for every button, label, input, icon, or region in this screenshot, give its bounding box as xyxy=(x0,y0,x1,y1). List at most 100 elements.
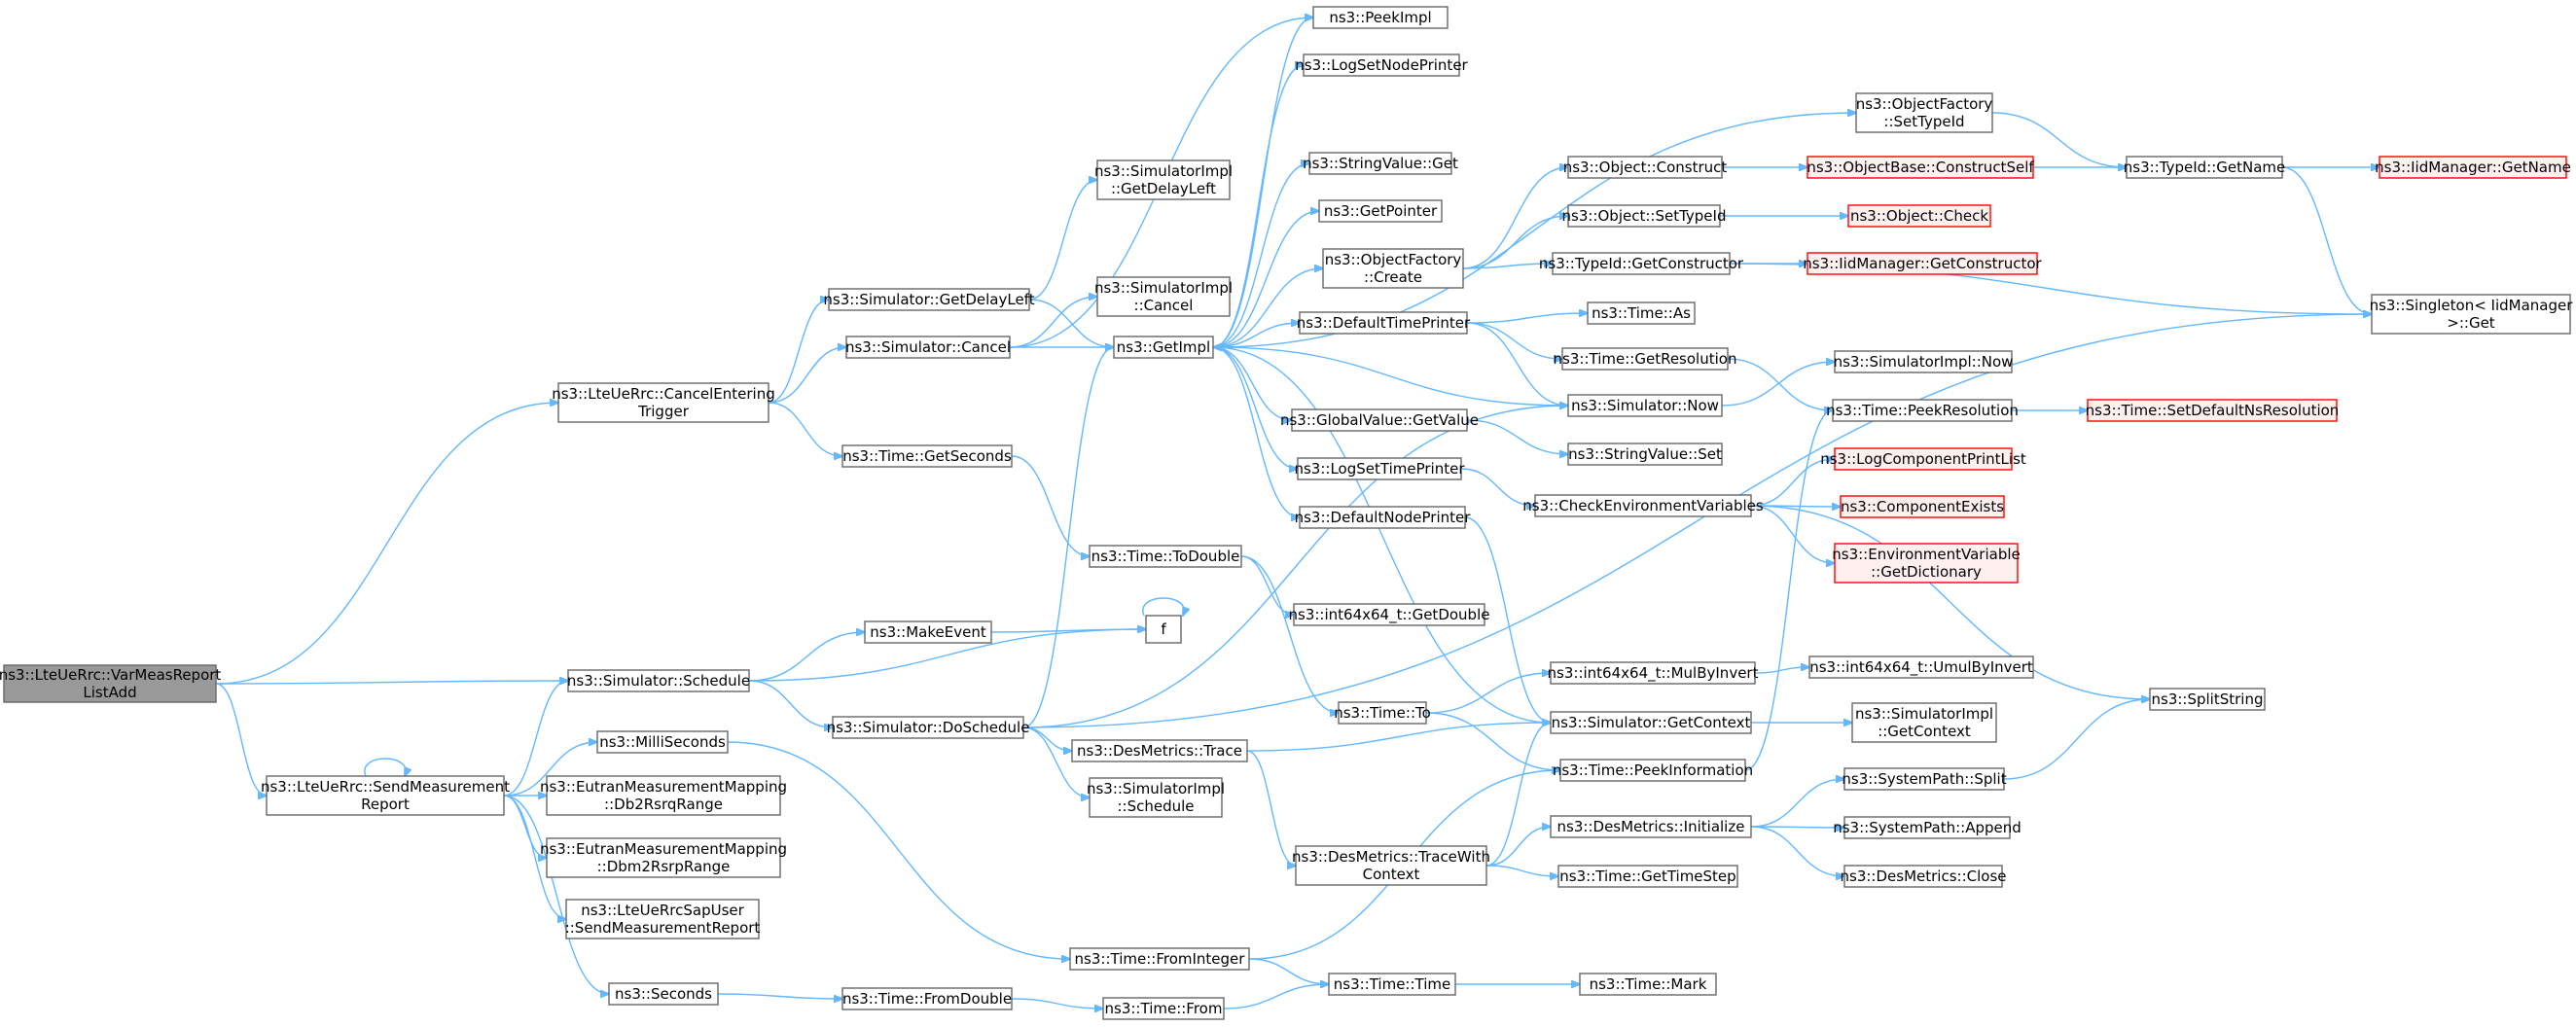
node-label: ns3::Object::Check xyxy=(1850,207,1988,225)
node-ns3-time-mark[interactable]: ns3::Time::Mark xyxy=(1579,973,1717,996)
node-ns3-simulatorimpl-getdelayleft[interactable]: ns3::SimulatorImpl::GetDelayLeft xyxy=(1094,159,1233,200)
node-label: ns3::Simulator::GetDelayLeft xyxy=(823,291,1034,308)
node-f[interactable]: f xyxy=(1145,615,1182,644)
node-ns3-systempath-append[interactable]: ns3::SystemPath::Append xyxy=(1833,816,2021,839)
node-ns3-componentexists[interactable]: ns3::ComponentExists xyxy=(1840,495,2005,518)
node-ns3-typeid-getname[interactable]: ns3::TypeId::GetName xyxy=(2124,156,2285,179)
node-ns3-time-peekinformation[interactable]: ns3::Time::PeekInformation xyxy=(1553,759,1753,782)
node-ns3-object-construct[interactable]: ns3::Object::Construct xyxy=(1563,156,1728,179)
node-ns3-time-as[interactable]: ns3::Time::As xyxy=(1587,301,1696,325)
node-label: Context xyxy=(1363,866,1420,883)
node-label: ns3::ObjectFactory xyxy=(1856,95,1993,113)
edge-getImpl-to-ofCreate xyxy=(1212,268,1323,348)
node-ns3-desmetrics-trace[interactable]: ns3::DesMetrics::Trace xyxy=(1071,739,1248,762)
node-label: ns3::Time::PeekResolution xyxy=(1826,402,2019,419)
node-ns3-simulator-cancel[interactable]: ns3::Simulator::Cancel xyxy=(845,336,1011,359)
node-ns3-objectfactory-create[interactable]: ns3::ObjectFactory::Create xyxy=(1322,248,1464,289)
edge-root-to-schedule xyxy=(215,681,568,684)
node-ns3-simulator-schedule[interactable]: ns3::Simulator::Schedule xyxy=(567,669,750,692)
node-ns3-iidmanager-getname[interactable]: ns3::IidManager::GetName xyxy=(2375,156,2571,179)
node-label: ns3::IidManager::GetConstructor xyxy=(1803,255,2042,272)
node-ns3-environmentvariable-getdictionary[interactable]: ns3::EnvironmentVariable::GetDictionary xyxy=(1832,543,2021,584)
node-ns3-time-time[interactable]: ns3::Time::Time xyxy=(1328,973,1456,996)
node-ns3-logsettimeprinter[interactable]: ns3::LogSetTimePrinter xyxy=(1294,457,1465,480)
node-ns3-time-gettimestep[interactable]: ns3::Time::GetTimeStep xyxy=(1557,865,1738,888)
node-box xyxy=(2371,294,2571,335)
node-ns3-singleton-iidmanager-get[interactable]: ns3::Singleton< IidManager>::Get xyxy=(2370,294,2574,335)
node-ns3-time-peekresolution[interactable]: ns3::Time::PeekResolution xyxy=(1826,399,2019,422)
node-ns3-object-check[interactable]: ns3::Object::Check xyxy=(1847,204,1991,228)
node-label: ns3::Time::ToDouble xyxy=(1091,548,1240,565)
node-ns3-simulatorimpl-now[interactable]: ns3::SimulatorImpl::Now xyxy=(1834,350,2014,373)
edge-doSchedule-to-singletonGet xyxy=(1022,314,2372,728)
node-ns3-objectfactory-settypeid[interactable]: ns3::ObjectFactory::SetTypeId xyxy=(1855,92,1993,133)
node-box xyxy=(1318,199,1443,223)
node-ns3-globalvalue-getvalue[interactable]: ns3::GlobalValue::GetValue xyxy=(1280,408,1479,432)
node-box xyxy=(1567,443,1723,466)
node-ns3-checkenvironmentvariables[interactable]: ns3::CheckEnvironmentVariables xyxy=(1522,494,1764,517)
node-label: ns3::LteUeRrc::VarMeasReport xyxy=(0,666,221,684)
node-ns3-stringvalue-get[interactable]: ns3::StringValue::Get xyxy=(1303,152,1458,175)
node-ns3-simulator-doschedule[interactable]: ns3::Simulator::DoSchedule xyxy=(827,716,1030,739)
node-label: ns3::DesMetrics::Close xyxy=(1841,868,2007,885)
node-ns3-lteuerrcsapuser-sendmeasurementreport[interactable]: ns3::LteUeRrcSapUser::SendMeasurementRep… xyxy=(565,899,761,939)
edge-ofCreate-to-objConstruct xyxy=(1462,167,1568,269)
node-ns3-makeevent[interactable]: ns3::MakeEvent xyxy=(864,620,992,644)
node-box xyxy=(1096,159,1231,200)
node-ns3-defaulttimeprinter[interactable]: ns3::DefaultTimePrinter xyxy=(1297,311,1471,335)
edge-cancelEnter-to-getSeconds xyxy=(768,402,842,456)
node-box xyxy=(841,987,1013,1010)
node-ns3-peekimpl[interactable]: ns3::PeekImpl xyxy=(1312,6,1449,29)
node-ns3-time-fromdouble[interactable]: ns3::Time::FromDouble xyxy=(841,987,1013,1010)
node-ns3-time-frominteger[interactable]: ns3::Time::FromInteger xyxy=(1069,947,1250,971)
node-ns3-logsetnodeprinter[interactable]: ns3::LogSetNodePrinter xyxy=(1295,53,1469,77)
node-ns3-int64x64-t-getdouble[interactable]: ns3::int64x64_t::GetDouble xyxy=(1289,603,1490,626)
node-ns3-time-getresolution[interactable]: ns3::Time::GetResolution xyxy=(1554,347,1737,371)
node-box xyxy=(1312,6,1449,29)
node-ns3-getpointer[interactable]: ns3::GetPointer xyxy=(1318,199,1443,223)
node-ns3-eutranmeasurementmapping-db2rsrqrange[interactable]: ns3::EutranMeasurementMapping::Db2RsrqRa… xyxy=(540,775,787,816)
edge-logSetTime-to-checkEnv xyxy=(1460,468,1535,506)
node-ns3-stringvalue-set[interactable]: ns3::StringValue::Set xyxy=(1567,443,1723,466)
node-ns3-int64x64-t-mulbyinvert[interactable]: ns3::int64x64_t::MulByInvert xyxy=(1548,661,1759,685)
edge-mulByInvert-to-umulByInvert xyxy=(1754,667,1809,674)
node-ns3-simulator-getcontext[interactable]: ns3::Simulator::GetContext xyxy=(1550,711,1752,734)
node-ns3-iidmanager-getconstructor[interactable]: ns3::IidManager::GetConstructor xyxy=(1803,252,2043,275)
node-ns3-simulator-getdelayleft[interactable]: ns3::Simulator::GetDelayLeft xyxy=(823,288,1035,311)
node-box xyxy=(1550,661,1756,685)
node-label: ns3::PeekImpl xyxy=(1329,9,1431,26)
node-ns3-time-todouble[interactable]: ns3::Time::ToDouble xyxy=(1089,545,1242,568)
node-ns3-logcomponentprintlist[interactable]: ns3::LogComponentPrintList xyxy=(1820,447,2026,471)
node-ns3-int64x64-t-umulbyinvert[interactable]: ns3::int64x64_t::UmulByInvert xyxy=(1808,655,2034,679)
node-ns3-time-setdefaultnsresolution[interactable]: ns3::Time::SetDefaultNsResolution xyxy=(2086,399,2340,422)
node-ns3-lteuerrc-sendmeasurement-report[interactable]: ns3::LteUeRrc::SendMeasurementReport xyxy=(261,775,510,816)
node-ns3-time-to[interactable]: ns3::Time::To xyxy=(1334,701,1431,725)
node-ns3-simulatorimpl-getcontext[interactable]: ns3::SimulatorImpl::GetContext xyxy=(1851,702,1997,743)
node-ns3-time-getseconds[interactable]: ns3::Time::GetSeconds xyxy=(841,444,1013,468)
node-ns3-objectbase-constructself[interactable]: ns3::ObjectBase::ConstructSelf xyxy=(1807,156,2034,179)
node-ns3-desmetrics-initialize[interactable]: ns3::DesMetrics::Initialize xyxy=(1550,815,1752,838)
node-ns3-simulator-now[interactable]: ns3::Simulator::Now xyxy=(1567,394,1723,417)
node-label: ns3::SystemPath::Append xyxy=(1833,819,2021,836)
node-ns3-desmetrics-close[interactable]: ns3::DesMetrics::Close xyxy=(1841,865,2007,888)
node-ns3-systempath-split[interactable]: ns3::SystemPath::Split xyxy=(1842,767,2007,791)
node-ns3-milliseconds[interactable]: ns3::MilliSeconds xyxy=(596,730,729,754)
node-ns3-typeid-getconstructor[interactable]: ns3::TypeId::GetConstructor xyxy=(1539,252,1744,275)
node-ns3-defaultnodeprinter[interactable]: ns3::DefaultNodePrinter xyxy=(1295,506,1472,529)
node-ns3-object-settypeid[interactable]: ns3::Object::SetTypeId xyxy=(1562,204,1727,228)
node-ns3-splitstring[interactable]: ns3::SplitString xyxy=(2149,688,2266,711)
edge-traceWithCtx-to-getTimeStep xyxy=(1485,865,1558,876)
edge-timeTo-to-peekInfo xyxy=(1425,712,1560,770)
node-ns3-eutranmeasurementmapping-dbm2rsrprange[interactable]: ns3::EutranMeasurementMapping::Dbm2RsrpR… xyxy=(540,837,787,878)
node-ns3-simulatorimpl-schedule[interactable]: ns3::SimulatorImpl::Schedule xyxy=(1087,777,1225,818)
node-label: ns3::GlobalValue::GetValue xyxy=(1280,411,1479,429)
node-ns3-time-from[interactable]: ns3::Time::From xyxy=(1102,997,1225,1020)
node-ns3-seconds[interactable]: ns3::Seconds xyxy=(608,982,719,1006)
node-ns3-simulatorimpl-cancel[interactable]: ns3::SimulatorImpl::Cancel xyxy=(1094,276,1233,317)
node-ns3-getimpl[interactable]: ns3::GetImpl xyxy=(1113,336,1214,359)
call-edges xyxy=(215,18,2379,1009)
node-box xyxy=(1293,603,1485,626)
